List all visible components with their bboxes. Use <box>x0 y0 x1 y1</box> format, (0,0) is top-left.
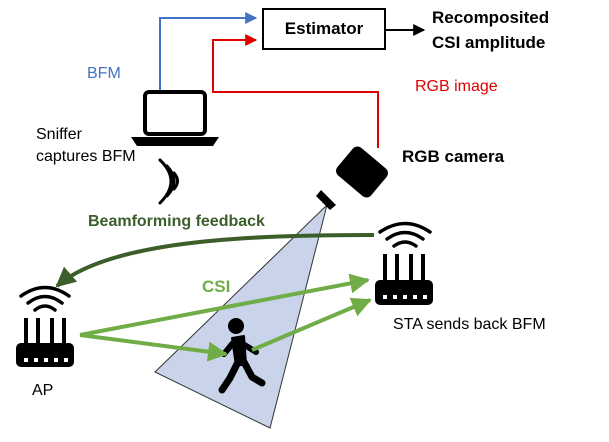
camera-label: RGB camera <box>402 147 505 166</box>
laptop-icon <box>131 90 219 146</box>
sniffer-label-line1: Sniffer <box>36 126 82 143</box>
sniffer-label-line2: captures BFM <box>36 148 136 165</box>
beamforming-feedback-arrow <box>55 233 375 288</box>
bfm-label: BFM <box>87 65 121 82</box>
csi-arrow-to-sta <box>251 297 372 352</box>
ap-label: AP <box>32 382 54 399</box>
camera-icon <box>316 146 388 210</box>
ap-router-icon <box>16 285 74 367</box>
sta-label: STA sends back BFM <box>393 316 546 333</box>
output-line1: Recomposited <box>432 8 550 27</box>
output-line2: CSI amplitude <box>432 33 546 52</box>
csi-arrow-to-person <box>79 333 228 362</box>
sta-router-icon <box>375 221 433 305</box>
bfm-line <box>159 12 258 95</box>
rgb-image-label: RGB image <box>415 78 498 95</box>
csi-label: CSI <box>202 277 231 296</box>
camera-fov <box>154 203 328 429</box>
beamforming-feedback-label: Beamforming feedback <box>88 213 265 230</box>
estimator-label: Estimator <box>284 19 364 38</box>
estimator-box: Estimator <box>262 8 386 50</box>
rgb-image-line <box>212 34 379 148</box>
csi-arrow-top <box>79 273 370 337</box>
sniffer-wifi-icon <box>158 158 179 205</box>
